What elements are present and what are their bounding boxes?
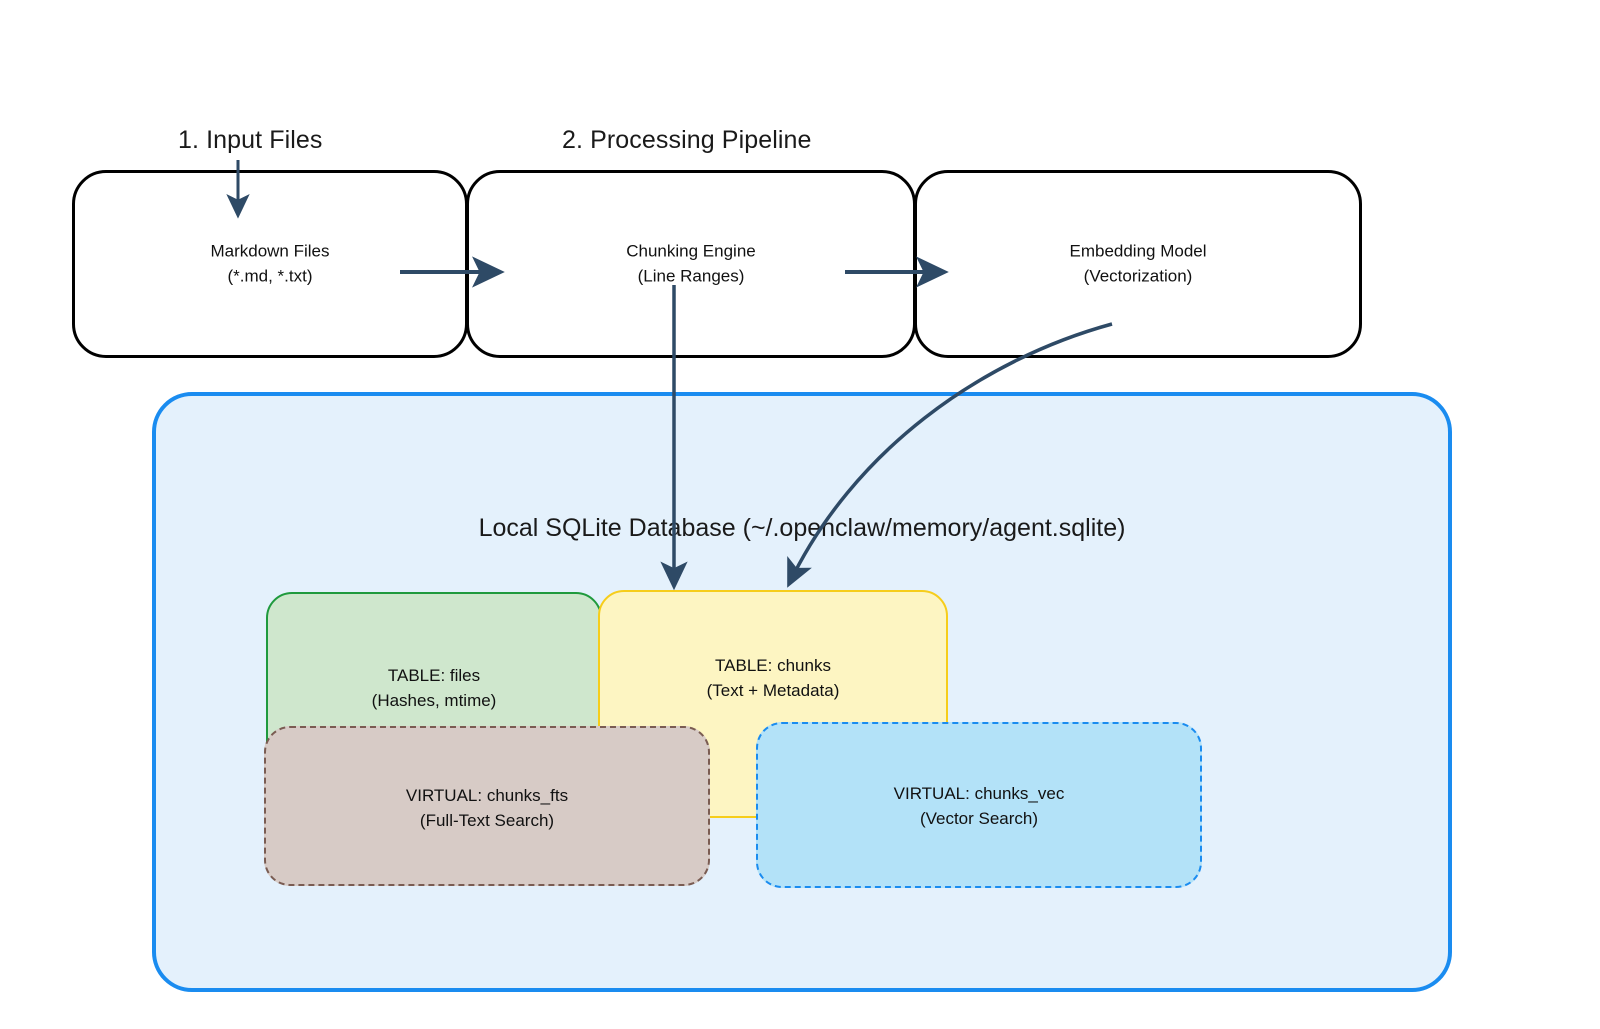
section-title-input-files: 1. Input Files	[178, 126, 323, 154]
table-box-chunks-vec: VIRTUAL: chunks_vec (Vector Search)	[756, 722, 1202, 888]
pipeline-box-embedding-model-label: Embedding Model (Vectorization)	[1069, 241, 1207, 285]
table-box-chunks-fts-label: VIRTUAL: chunks_fts (Full-Text Search)	[405, 786, 569, 830]
table-box-chunks-vec-label: VIRTUAL: chunks_vec (Vector Search)	[893, 784, 1065, 828]
table-box-chunks-label: TABLE: chunks (Text + Metadata)	[706, 656, 840, 700]
pipeline-box-embedding-model: Embedding Model (Vectorization)	[914, 170, 1362, 358]
sqlite-database-caption: Local SQLite Database (~/.openclaw/memor…	[478, 514, 1126, 542]
table-box-chunks-fts: VIRTUAL: chunks_fts (Full-Text Search)	[264, 726, 710, 886]
pipeline-box-chunking-engine: Chunking Engine (Line Ranges)	[466, 170, 916, 358]
pipeline-box-markdown-files: Markdown Files (*.md, *.txt)	[72, 170, 468, 358]
pipeline-box-markdown-files-label: Markdown Files (*.md, *.txt)	[210, 241, 330, 285]
table-box-files-label: TABLE: files (Hashes, mtime)	[371, 666, 497, 710]
pipeline-box-chunking-engine-label: Chunking Engine (Line Ranges)	[626, 241, 756, 285]
section-title-processing-pipeline: 2. Processing Pipeline	[562, 126, 812, 154]
